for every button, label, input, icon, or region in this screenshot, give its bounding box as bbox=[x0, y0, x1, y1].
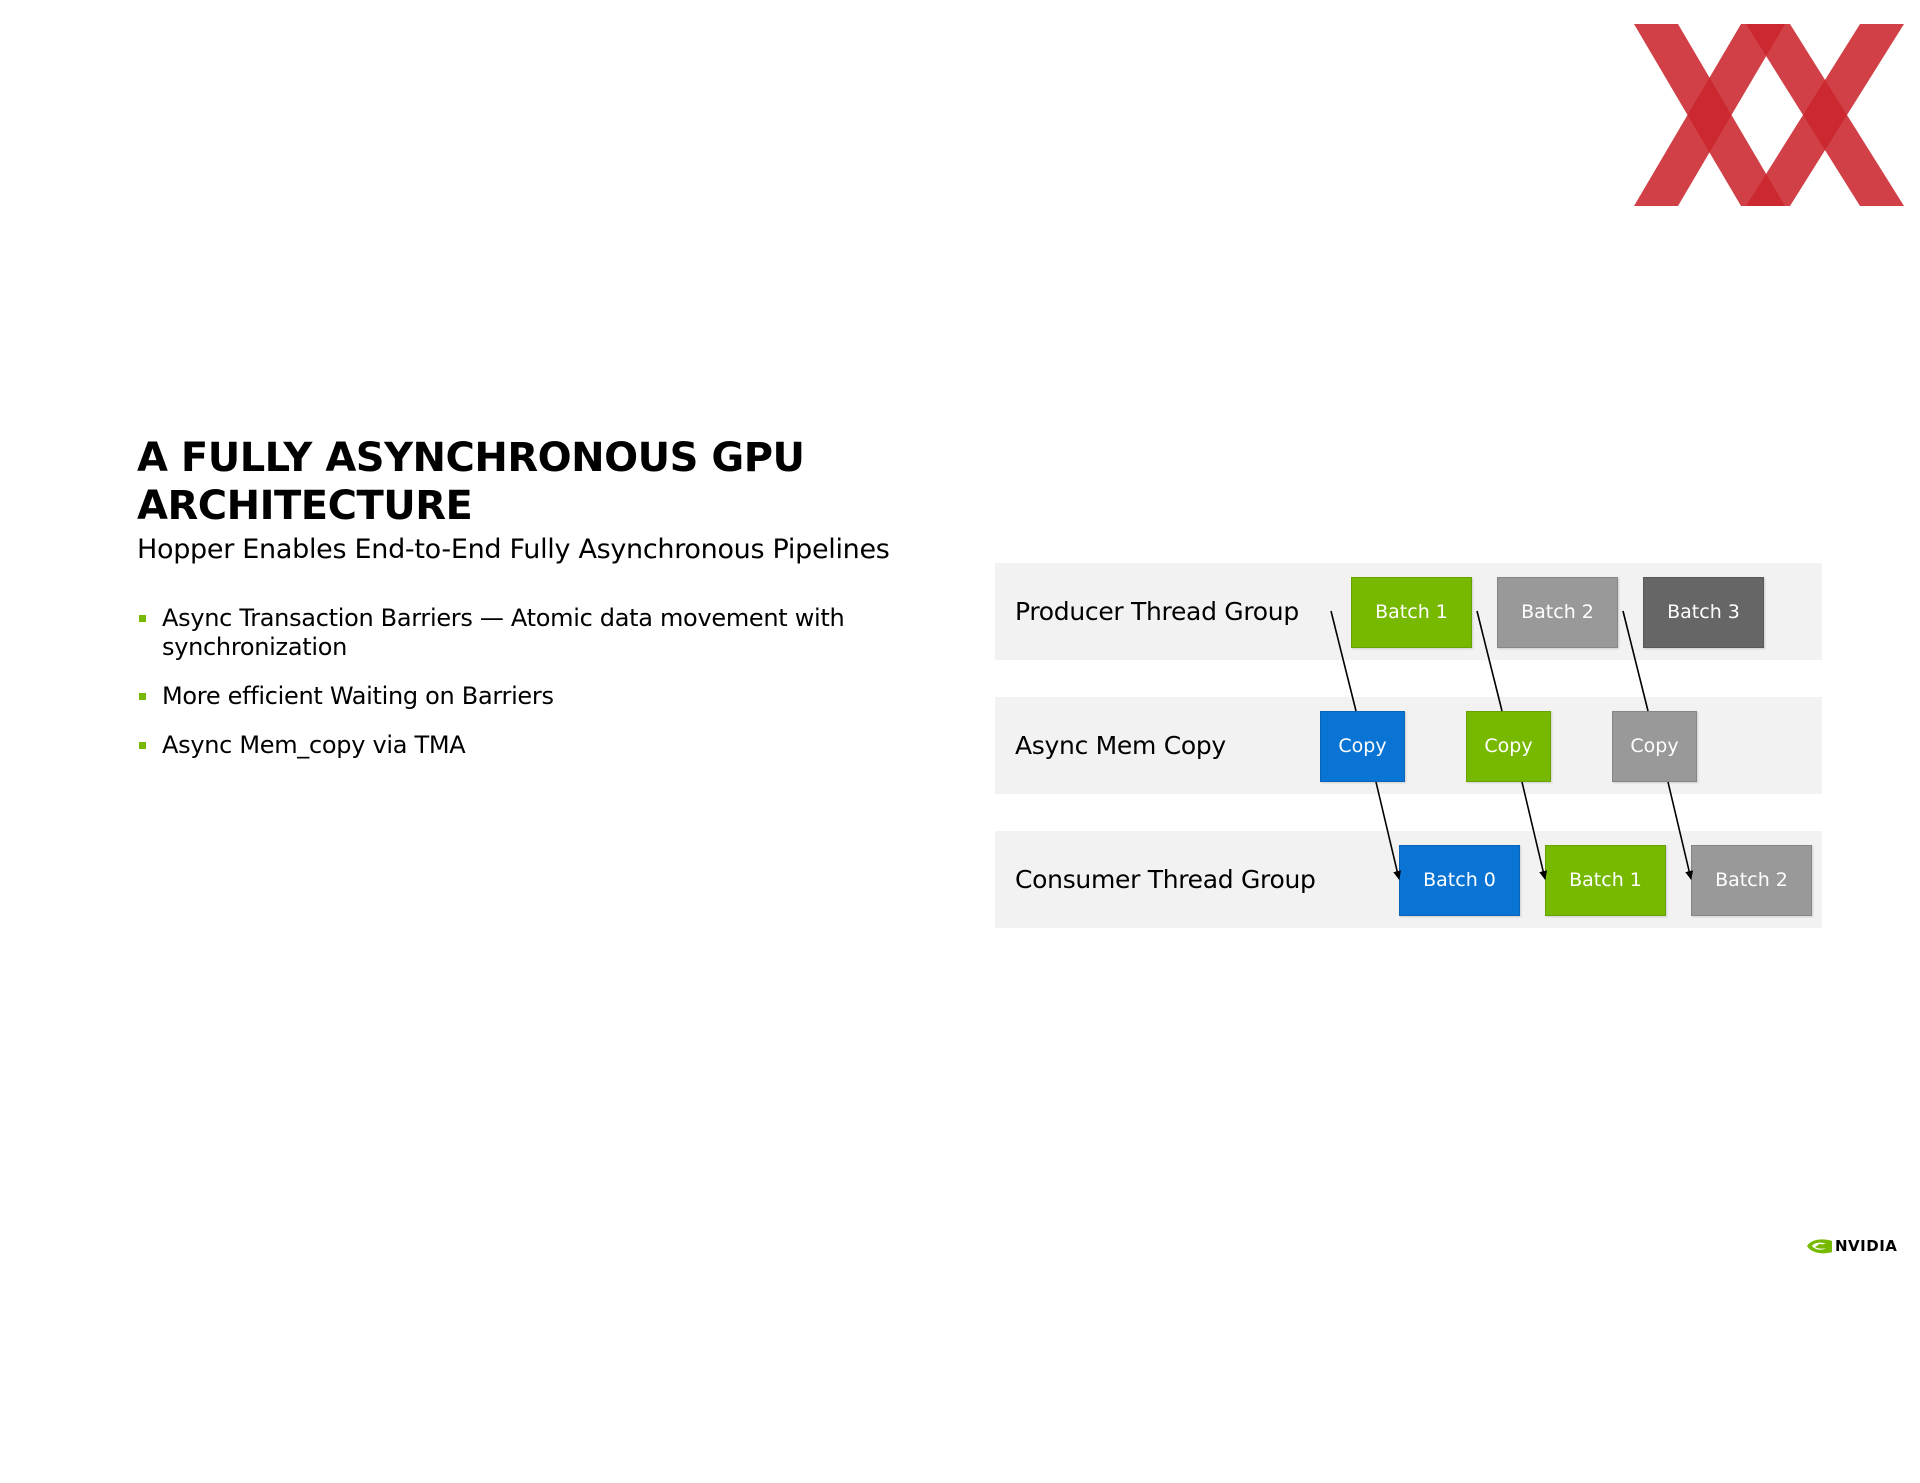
arrow-connector bbox=[1622, 610, 1649, 712]
producer-batch-block: Batch 1 bbox=[1351, 577, 1472, 648]
arrow-connector bbox=[1667, 781, 1694, 880]
bullet-item: More efficient Waiting on Barriers bbox=[137, 682, 897, 711]
nvidia-wordmark: NVIDIA bbox=[1835, 1237, 1898, 1255]
lane-label: Producer Thread Group bbox=[1015, 597, 1299, 626]
xx-watermark-logo bbox=[1634, 24, 1904, 206]
consumer-batch-block: Batch 0 bbox=[1399, 845, 1520, 916]
producer-batch-block: Batch 2 bbox=[1497, 577, 1618, 648]
copy-block: Copy bbox=[1320, 711, 1405, 782]
nvidia-eye-icon bbox=[1807, 1239, 1832, 1254]
lane-label: Consumer Thread Group bbox=[1015, 865, 1316, 894]
lane-label: Async Mem Copy bbox=[1015, 731, 1226, 760]
consumer-batch-block: Batch 2 bbox=[1691, 845, 1812, 916]
bullet-item: Async Mem_copy via TMA bbox=[137, 731, 897, 760]
bullet-text: Async Transaction Barriers — Atomic data… bbox=[162, 604, 845, 661]
bullet-list: Async Transaction Barriers — Atomic data… bbox=[137, 604, 897, 780]
arrow-connector bbox=[1521, 781, 1548, 880]
nvidia-logo: NVIDIA bbox=[1805, 1236, 1901, 1256]
square-bullet-icon bbox=[139, 693, 146, 700]
bullet-text: More efficient Waiting on Barriers bbox=[162, 682, 554, 710]
arrow-connector bbox=[1375, 781, 1402, 880]
slide-title: A FULLY ASYNCHRONOUS GPU ARCHITECTURE bbox=[137, 435, 805, 529]
square-bullet-icon bbox=[139, 742, 146, 749]
copy-block: Copy bbox=[1612, 711, 1697, 782]
producer-batch-block: Batch 3 bbox=[1643, 577, 1764, 648]
pipeline-arrows bbox=[1330, 610, 1694, 880]
arrow-connector bbox=[1330, 610, 1357, 712]
arrow-connector bbox=[1476, 610, 1503, 712]
bullet-item: Async Transaction Barriers — Atomic data… bbox=[137, 604, 897, 662]
async-pipeline-diagram: Producer Thread Group Async Mem Copy Con… bbox=[995, 563, 1823, 930]
copy-block: Copy bbox=[1466, 711, 1551, 782]
bullet-text: Async Mem_copy via TMA bbox=[162, 731, 466, 759]
consumer-batch-block: Batch 1 bbox=[1545, 845, 1666, 916]
square-bullet-icon bbox=[139, 615, 146, 622]
slide-subtitle: Hopper Enables End-to-End Fully Asynchro… bbox=[137, 534, 890, 565]
